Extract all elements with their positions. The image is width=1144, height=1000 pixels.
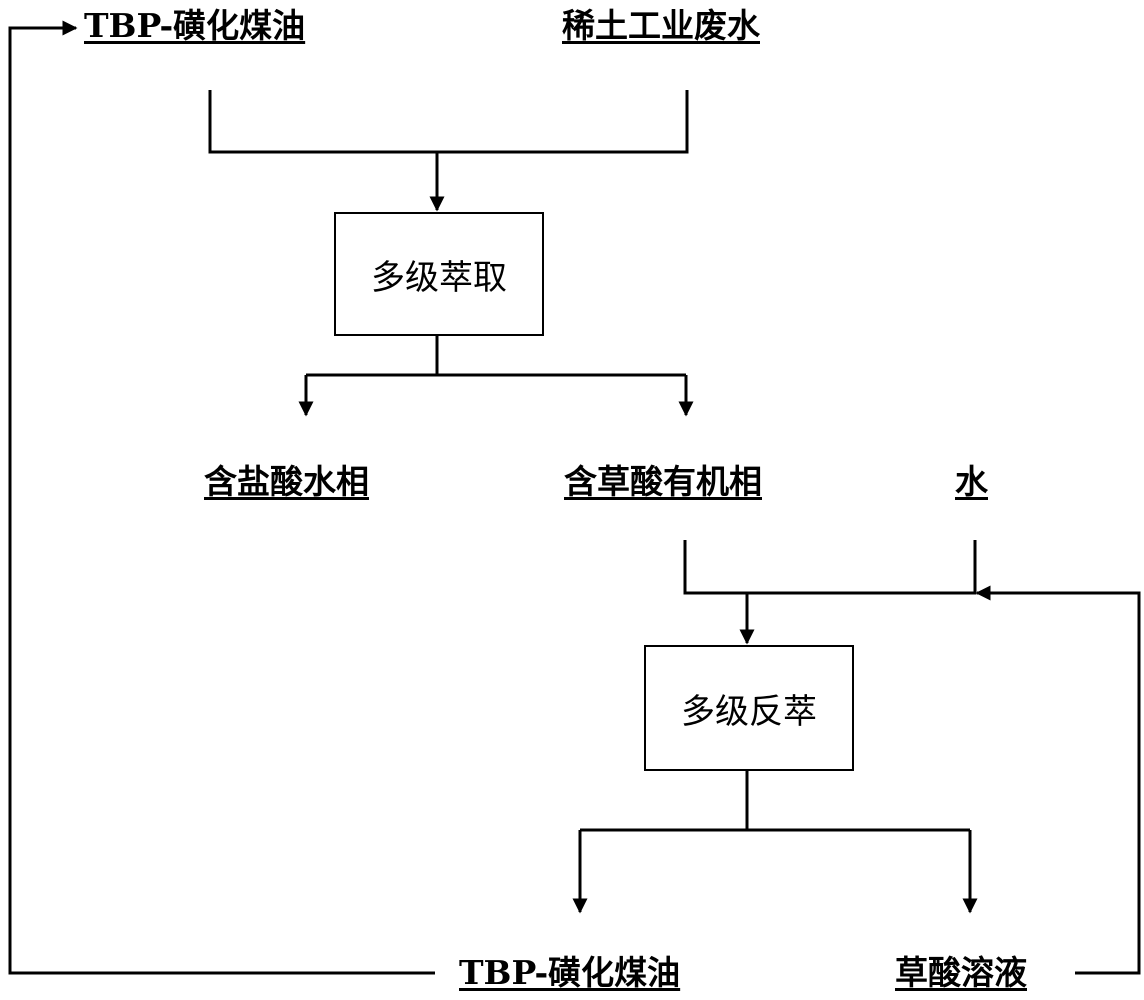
output-recycled-organic: TBP-磺化煤油 <box>459 953 681 992</box>
output-organic-phase: 含草酸有机相 <box>564 462 762 501</box>
stripping-merge-line <box>683 540 977 595</box>
input-tbp-kerosene: TBP-磺化煤油 <box>84 6 306 45</box>
oxalic-recycle-line <box>975 585 1141 975</box>
organic-recycle-line <box>8 20 435 975</box>
extraction-step: 多级萃取 <box>334 212 544 336</box>
output-oxalic-solution: 草酸溶液 <box>895 953 1027 992</box>
output-aqueous-phase: 含盐酸水相 <box>204 462 369 501</box>
input-merge-line <box>208 90 689 154</box>
stripping-step: 多级反萃 <box>644 645 854 771</box>
stripping-step-label: 多级反萃 <box>681 691 817 732</box>
extraction-step-label: 多级萃取 <box>371 257 507 298</box>
input-water: 水 <box>955 462 988 501</box>
input-wastewater: 稀土工业废水 <box>562 6 760 45</box>
